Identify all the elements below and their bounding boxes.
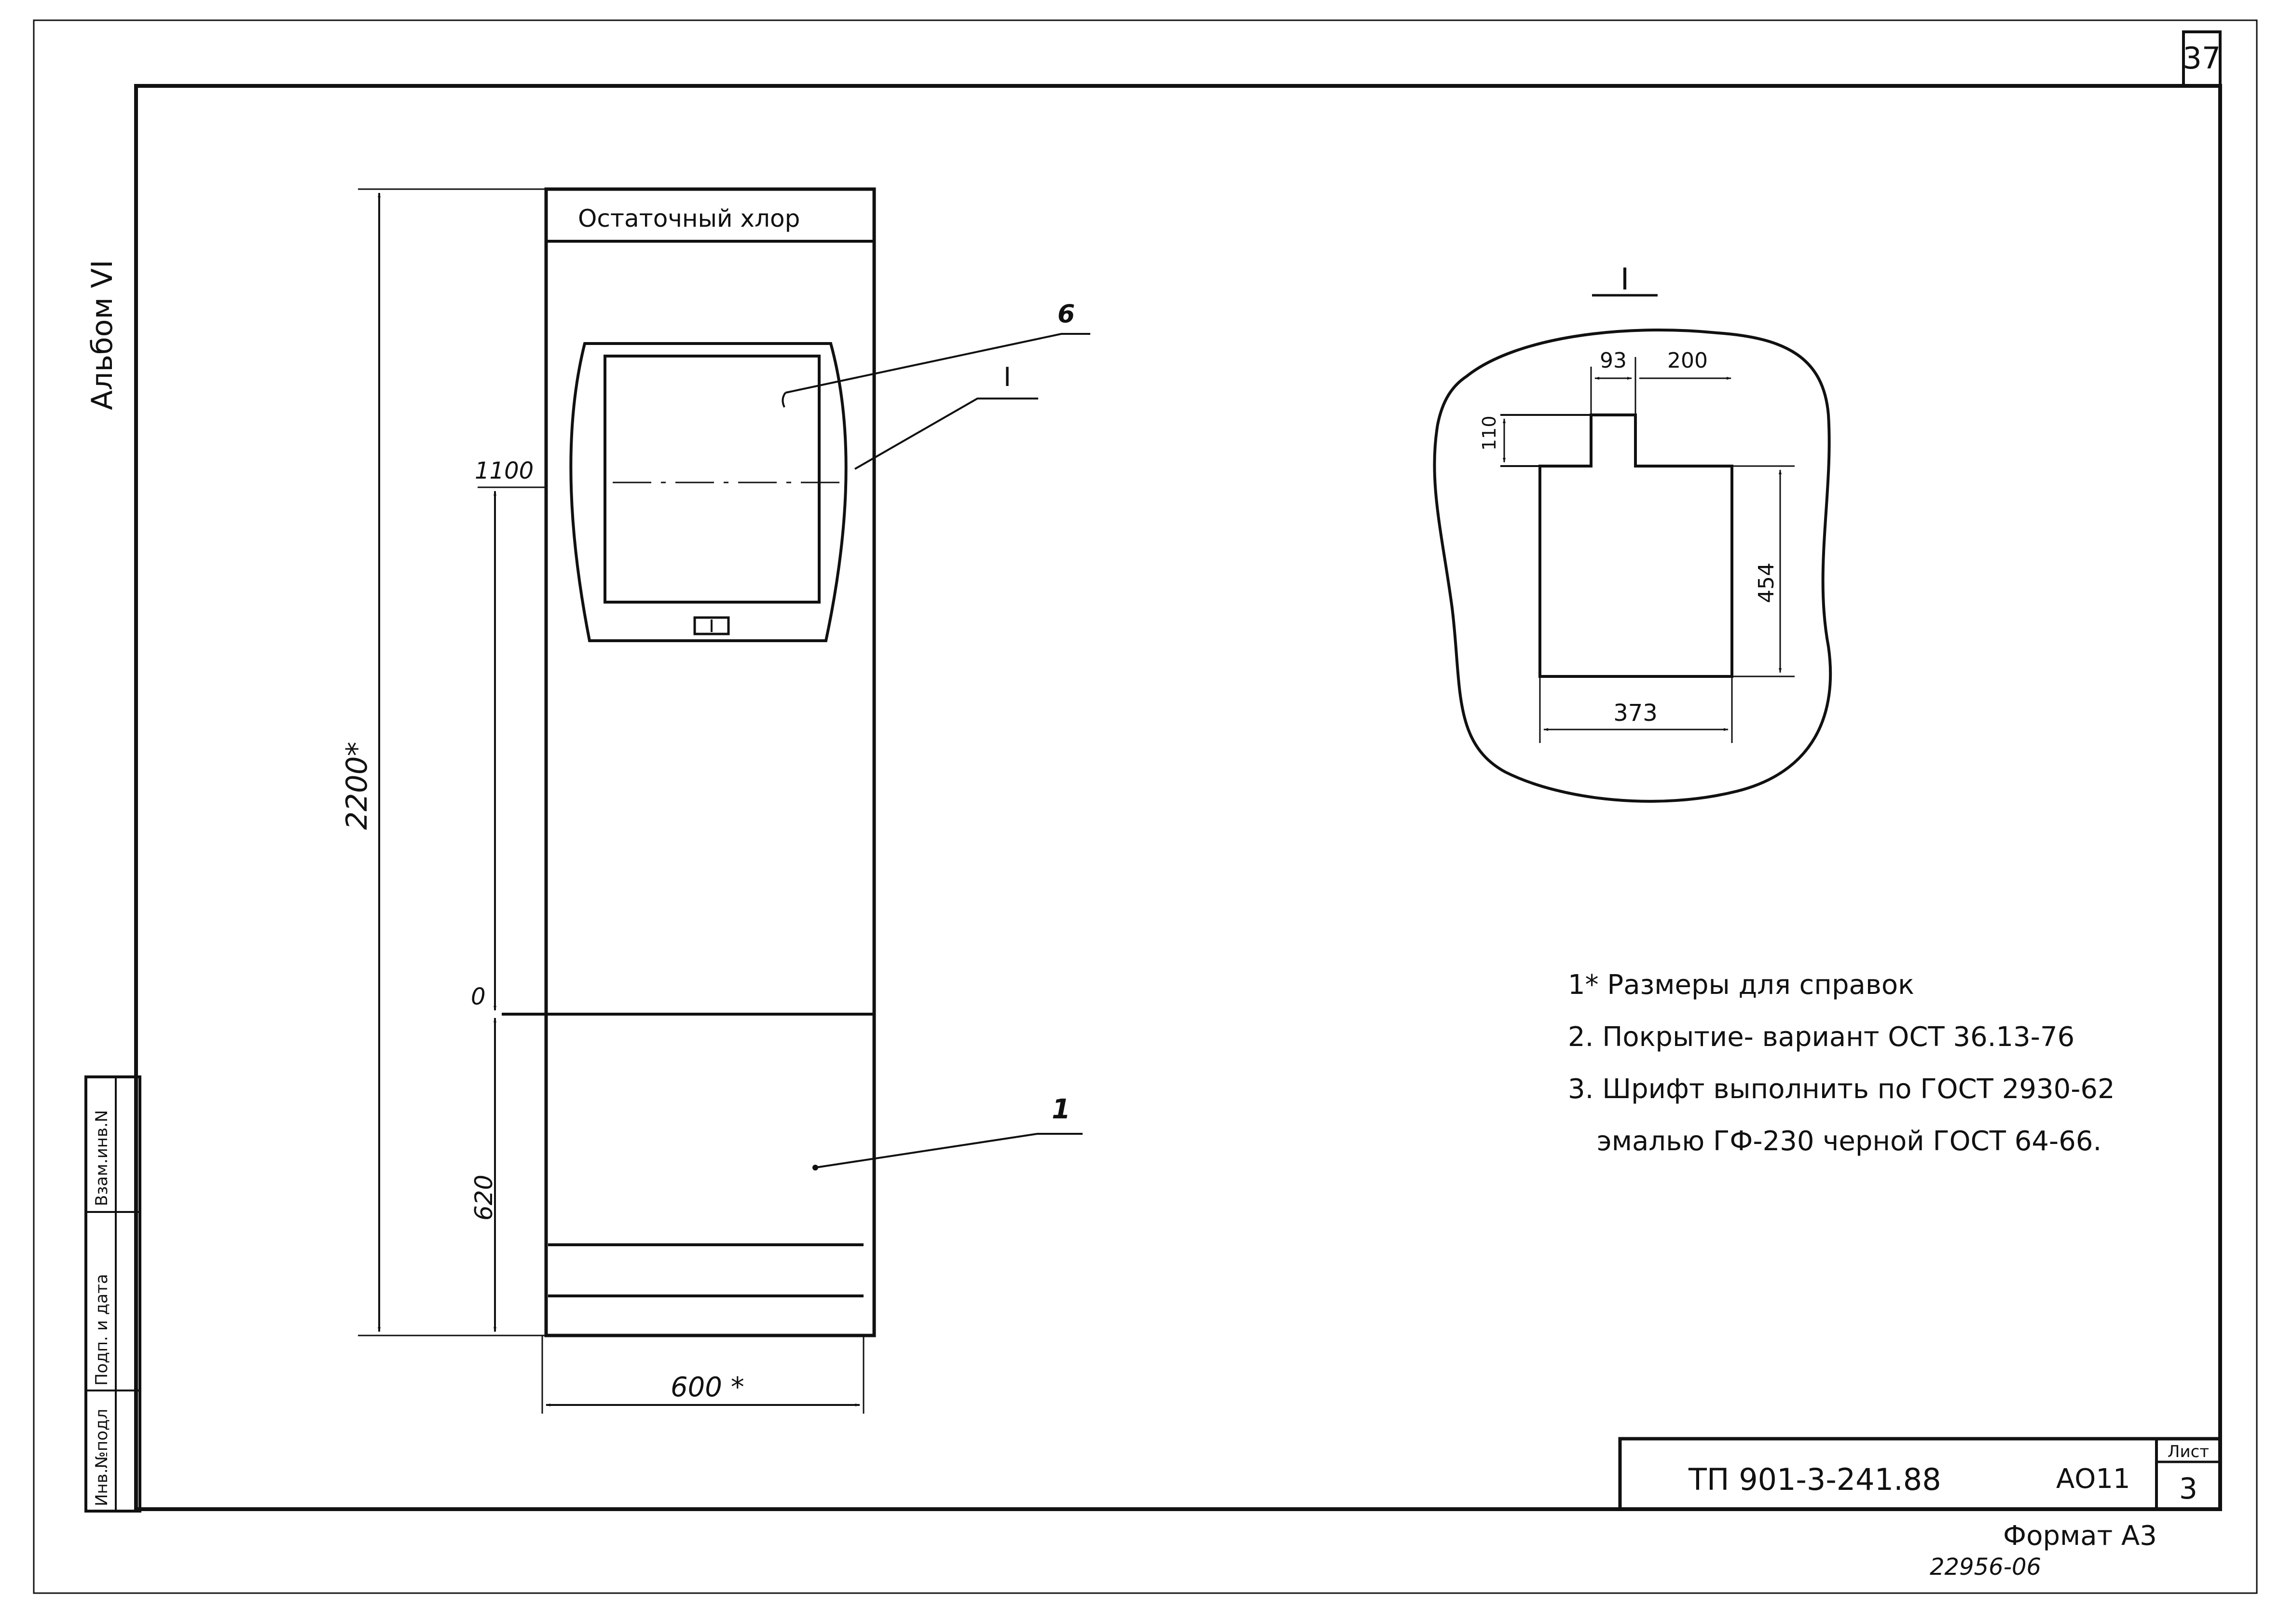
callout-1-label: 1	[1052, 1094, 1071, 1125]
title-block: ТП 901-3-241.88 АО11 Лист 3	[1618, 1437, 2222, 1511]
album-label: Альбом VI	[85, 260, 119, 410]
stamp-cell-replace: Взам.инв.N	[92, 1110, 111, 1206]
page-number: 37	[2183, 41, 2221, 76]
format-label: Формат А3	[2003, 1520, 2157, 1552]
side-stamp: Инв.№подл Подп. и дата Взам.инв.N	[84, 1075, 141, 1513]
note-3-cont: эмалью ГФ-230 черной ГОСТ 64-66.	[1597, 1126, 2101, 1157]
dim-level-0: 0	[471, 983, 486, 1010]
window-handle	[693, 616, 730, 635]
detail-I-title: I	[1620, 261, 1629, 297]
dim-width: 600 *	[671, 1372, 744, 1403]
detail-profile	[1538, 413, 1733, 678]
inner-frame	[134, 84, 2222, 1511]
cabinet-front-view: Остаточный хлор 6 I 1	[502, 187, 1090, 1337]
archive-number: 22956-06	[1930, 1554, 2041, 1581]
detail-blob	[1433, 329, 1832, 803]
cabinet-dimensions: 2200* 1100 0 620 600 *	[340, 188, 865, 1414]
callout-I-leader	[854, 398, 1038, 470]
dim-level-1100: 1100	[475, 457, 534, 484]
sheet-number: 3	[2179, 1472, 2197, 1506]
detail-I: I 93 200 110 454 373	[1433, 261, 1832, 803]
cabinet-body	[544, 187, 876, 1337]
designation: ТП 901-3-241.88	[1688, 1462, 1941, 1497]
instrument-window-inner	[604, 355, 821, 604]
callout-I-label: I	[1003, 362, 1011, 392]
callout-6-leader	[785, 333, 1090, 394]
dim-93: 93	[1600, 348, 1627, 373]
dim-total-height: 2200*	[340, 742, 374, 830]
dim-110: 110	[1479, 415, 1500, 451]
note-2: 2. Покрытие- вариант ОСТ 36.13-76	[1568, 1021, 2074, 1053]
stamp-cell-inv: Инв.№подл	[92, 1409, 111, 1506]
document-code: АО11	[2056, 1463, 2130, 1495]
note-3: 3. Шрифт выполнить по ГОСТ 2930-62	[1568, 1073, 2115, 1105]
stamp-cell-sign: Подп. и дата	[92, 1274, 111, 1386]
dim-200: 200	[1667, 348, 1708, 373]
dim-454: 454	[1754, 563, 1779, 603]
callout-1-leader	[815, 1133, 1083, 1169]
note-1: 1* Размеры для справок	[1568, 969, 1914, 1001]
callout-6-label: 6	[1057, 300, 1075, 329]
outer-border	[33, 19, 2258, 1594]
sheet-label: Лист	[2168, 1442, 2209, 1461]
notes: 1* Размеры для справок 2. Покрытие- вари…	[1568, 969, 2115, 1157]
instrument-window-outer	[569, 342, 848, 642]
page-number-box	[2182, 30, 2222, 87]
cabinet-header-label: Остаточный хлор	[578, 205, 800, 233]
dim-620: 620	[470, 1175, 498, 1221]
dim-373: 373	[1613, 700, 1658, 727]
